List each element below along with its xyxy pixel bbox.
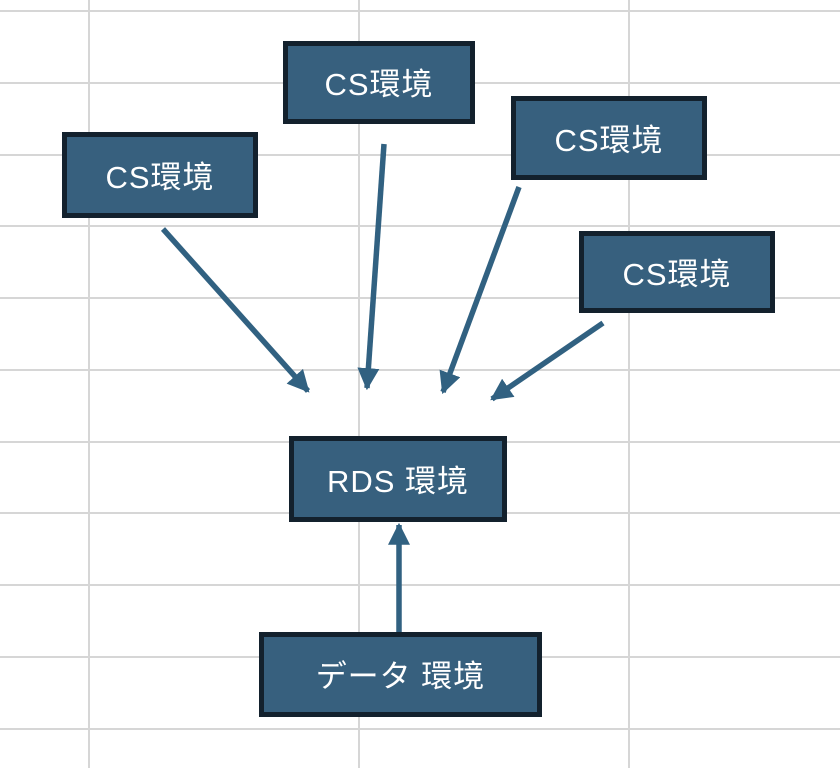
node-label: CS環境 [554,122,664,158]
grid-line-horizontal [0,369,840,371]
grid-line-horizontal [0,728,840,730]
arrow-cs-right-to-rds[interactable] [490,320,605,402]
node-rds[interactable]: RDS 環境 [289,436,507,522]
node-cs-upper-right[interactable]: CS環境 [511,96,707,180]
arrow-cs-top-to-rds[interactable] [357,143,387,391]
node-label: RDS 環境 [326,463,470,499]
node-cs-right[interactable]: CS環境 [579,231,775,313]
node-data[interactable]: データ 環境 [259,632,542,717]
arrow-cs-left-to-rds[interactable] [160,227,311,393]
node-label: CS環境 [324,67,434,102]
node-label: データ 環境 [315,659,486,694]
grid-line-horizontal [0,297,840,299]
grid-line-horizontal [0,10,840,12]
grid-line-horizontal [0,225,840,227]
grid-line-horizontal [0,584,840,586]
grid-line-vertical [628,0,630,768]
node-cs-top[interactable]: CS環境 [283,41,475,124]
grid-line-horizontal [0,154,840,156]
arrow-cs-upper-right-to-rds[interactable] [439,186,522,395]
node-label: CS環境 [622,256,732,292]
grid-line-vertical [88,0,90,768]
node-label: CS環境 [105,159,215,195]
node-cs-left[interactable]: CS環境 [62,132,258,218]
